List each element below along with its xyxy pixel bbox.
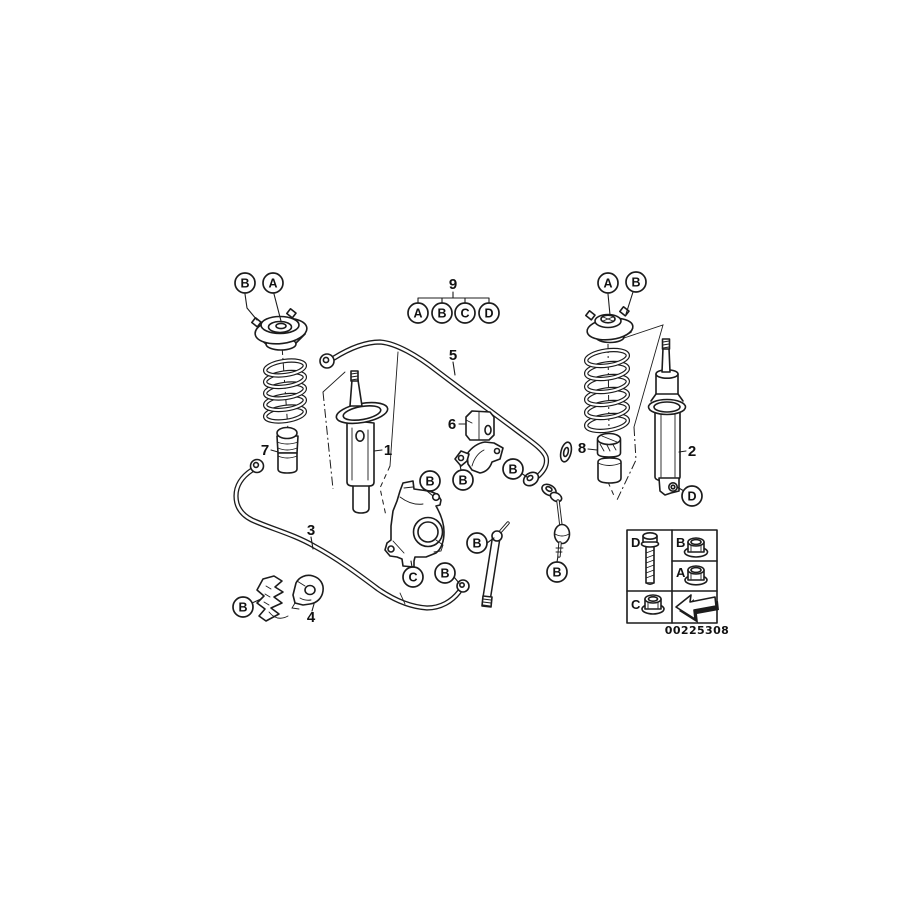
callout-letter: B bbox=[472, 536, 481, 550]
front-coil-spring bbox=[262, 358, 308, 424]
part-label-2[interactable]: 2 bbox=[688, 443, 696, 460]
callout-letter: C bbox=[460, 306, 469, 320]
front-stabilizer-link bbox=[481, 521, 510, 608]
callout-letter: C bbox=[408, 570, 417, 584]
callout-letter: B bbox=[437, 306, 446, 320]
lock-nut-icon bbox=[684, 565, 708, 586]
legend-label-bolt: D bbox=[631, 535, 640, 550]
callout-b-3[interactable]: B bbox=[431, 302, 453, 324]
callout-letter: B bbox=[631, 275, 640, 289]
callout-circle[interactable] bbox=[546, 561, 568, 583]
callout-letter: B bbox=[552, 565, 561, 579]
callout-circle[interactable] bbox=[431, 302, 453, 324]
callout-d-16[interactable]: D bbox=[681, 485, 703, 507]
callout-b-14[interactable]: B bbox=[232, 596, 254, 618]
callout-circle[interactable] bbox=[434, 562, 456, 584]
callout-letter: A bbox=[603, 276, 612, 290]
front-strut-mount bbox=[250, 307, 308, 351]
callout-c-13[interactable]: C bbox=[402, 566, 424, 588]
callout-circle[interactable] bbox=[452, 469, 474, 491]
callout-a-1[interactable]: A bbox=[262, 272, 284, 294]
mount-stud bbox=[250, 307, 297, 328]
callout-a-2[interactable]: A bbox=[407, 302, 429, 324]
callout-letter: B bbox=[458, 473, 467, 487]
rear-bump-stop bbox=[596, 432, 622, 484]
callout-circle[interactable] bbox=[402, 566, 424, 588]
rear-coil-spring bbox=[583, 347, 631, 434]
group-9-bracket bbox=[417, 291, 490, 304]
stabilizer-bracket bbox=[454, 441, 504, 474]
legend-label-hex-nut: C bbox=[631, 597, 641, 612]
callout-letter: D bbox=[484, 306, 493, 320]
callout-letter: B bbox=[508, 462, 517, 476]
legend-label-flange-nut: B bbox=[676, 535, 685, 550]
callout-b-15[interactable]: B bbox=[546, 561, 568, 583]
callout-letter: B bbox=[238, 600, 247, 614]
part-label-6[interactable]: 6 bbox=[448, 416, 456, 433]
callout-letter: B bbox=[240, 276, 249, 290]
hex-nut-icon bbox=[641, 594, 665, 615]
part-label-7[interactable]: 7 bbox=[261, 442, 269, 459]
bolt-icon bbox=[640, 531, 660, 585]
callout-circle[interactable] bbox=[234, 272, 256, 294]
callout-b-12[interactable]: B bbox=[434, 562, 456, 584]
rear-shock-absorber bbox=[647, 338, 687, 496]
callout-b-7[interactable]: B bbox=[625, 271, 647, 293]
callout-circle[interactable] bbox=[454, 302, 476, 324]
stabilizer-bushing bbox=[291, 574, 324, 610]
callout-circle[interactable] bbox=[262, 272, 284, 294]
front-bump-stop bbox=[276, 426, 299, 474]
part-label-9[interactable]: 9 bbox=[449, 276, 457, 293]
callout-letter: A bbox=[413, 306, 422, 320]
callout-circle[interactable] bbox=[625, 271, 647, 293]
direction-arrow-icon bbox=[675, 594, 719, 623]
steering-knuckle bbox=[384, 480, 445, 568]
piston-rod bbox=[661, 347, 671, 373]
callout-circle[interactable] bbox=[478, 302, 500, 324]
callout-b-9[interactable]: B bbox=[452, 469, 474, 491]
callout-circle[interactable] bbox=[466, 532, 488, 554]
part-label-4[interactable]: 4 bbox=[307, 609, 316, 626]
callout-letter: A bbox=[268, 276, 277, 290]
legend-label-lock-nut: A bbox=[676, 565, 686, 580]
flange-nut-icon bbox=[683, 537, 709, 558]
stabilizer-rubber-mount bbox=[465, 410, 495, 441]
hub-bore bbox=[412, 516, 444, 548]
callout-b-10[interactable]: B bbox=[502, 458, 524, 480]
callout-a-6[interactable]: A bbox=[597, 272, 619, 294]
callout-b-8[interactable]: B bbox=[419, 470, 441, 492]
callout-letter: B bbox=[425, 474, 434, 488]
callout-circle[interactable] bbox=[597, 272, 619, 294]
callout-letter: B bbox=[440, 566, 449, 580]
piston-rod bbox=[349, 379, 363, 407]
rear-stabilizer-link bbox=[541, 441, 573, 558]
callout-circle[interactable] bbox=[419, 470, 441, 492]
callout-d-5[interactable]: D bbox=[478, 302, 500, 324]
part-label-1[interactable]: 1 bbox=[384, 442, 392, 459]
callout-letter: D bbox=[687, 489, 696, 503]
callout-c-4[interactable]: C bbox=[454, 302, 476, 324]
part-number-layer: 1 2 3 4 5 6 7 8 9 bbox=[261, 276, 696, 626]
front-stabilizer-bar bbox=[233, 458, 470, 611]
callout-circle[interactable] bbox=[407, 302, 429, 324]
diagram-number: 00225308 bbox=[665, 624, 729, 637]
callout-b-11[interactable]: B bbox=[466, 532, 488, 554]
front-spring-strut bbox=[335, 370, 389, 514]
part-label-8[interactable]: 8 bbox=[578, 440, 586, 457]
fastener-legend: D B A C bbox=[626, 529, 719, 624]
part-label-5[interactable]: 5 bbox=[449, 347, 457, 364]
callout-b-0[interactable]: B bbox=[234, 272, 256, 294]
rear-stabilizer-bar bbox=[319, 339, 550, 487]
callout-circle[interactable] bbox=[232, 596, 254, 618]
callout-circle[interactable] bbox=[681, 485, 703, 507]
part-label-3[interactable]: 3 bbox=[307, 522, 315, 539]
stabilizer-clamp bbox=[256, 575, 289, 622]
leader-lines bbox=[244, 291, 687, 612]
callout-circle[interactable] bbox=[502, 458, 524, 480]
